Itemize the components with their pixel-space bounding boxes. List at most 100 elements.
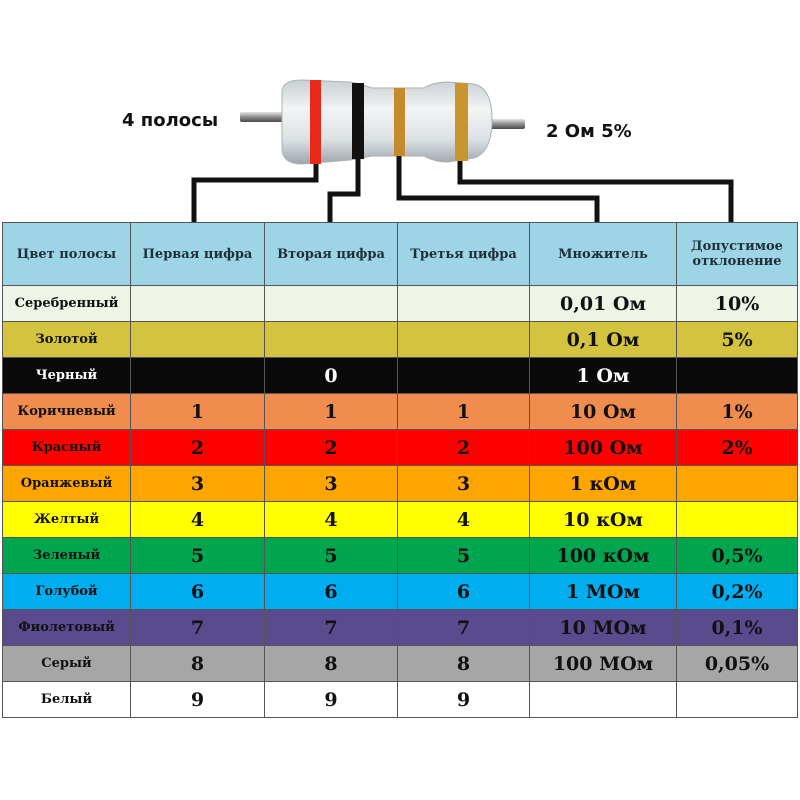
cell-first-digit: 3 [130, 465, 265, 502]
cell-second-digit [264, 321, 398, 358]
cell-second-digit: 0 [264, 357, 398, 394]
cell-second-digit [264, 285, 398, 322]
cell-first-digit: 6 [130, 573, 265, 610]
cell-multiplier: 100 Ом [529, 429, 677, 466]
cell-first-digit [130, 357, 265, 394]
cell-tolerance: 0,2% [676, 573, 798, 610]
cell-third-digit: 8 [397, 645, 530, 682]
cell-multiplier: 10 кОм [529, 501, 677, 538]
cell-second-digit: 6 [264, 573, 398, 610]
resistor-lead-right [490, 119, 525, 129]
row-color-name: Оранжевый [2, 465, 131, 502]
cell-tolerance: 0,05% [676, 645, 798, 682]
row-color-name: Черный [2, 357, 131, 394]
cell-first-digit: 8 [130, 645, 265, 682]
cell-tolerance: 2% [676, 429, 798, 466]
cell-first-digit: 2 [130, 429, 265, 466]
table-row: Черный 0 1 Ом [2, 357, 798, 394]
cell-third-digit: 4 [397, 501, 530, 538]
header-multiplier: Множитель [529, 222, 677, 286]
row-color-name: Золотой [2, 321, 131, 358]
resistor-diagram [191, 79, 734, 222]
cell-first-digit [130, 321, 265, 358]
cell-second-digit: 5 [264, 537, 398, 574]
cell-third-digit: 2 [397, 429, 530, 466]
cell-first-digit: 4 [130, 501, 265, 538]
cell-first-digit [130, 285, 265, 322]
cell-tolerance [676, 357, 798, 394]
cell-second-digit: 9 [264, 681, 398, 718]
row-color-name: Желтый [2, 501, 131, 538]
cell-third-digit: 9 [397, 681, 530, 718]
resistor-band-4 [455, 83, 468, 161]
connector-band-4 [457, 161, 734, 222]
cell-first-digit: 1 [130, 393, 265, 430]
connector-band-3 [396, 156, 600, 222]
table-header-row: Цвет полосы Первая цифра Вторая цифра Тр… [2, 222, 798, 286]
cell-tolerance: 10% [676, 285, 798, 322]
cell-tolerance [676, 681, 798, 718]
cell-multiplier: 100 МОм [529, 645, 677, 682]
cell-multiplier: 0,1 Ом [529, 321, 677, 358]
header-second-digit: Вторая цифра [264, 222, 398, 286]
cell-first-digit: 9 [130, 681, 265, 718]
row-color-name: Белый [2, 681, 131, 718]
cell-third-digit [397, 357, 530, 394]
header-band-color: Цвет полосы [2, 222, 131, 286]
row-color-name: Серый [2, 645, 131, 682]
cell-tolerance [676, 501, 798, 538]
row-color-name: Зеленый [2, 537, 131, 574]
bands-count-label: 4 полосы [122, 110, 219, 131]
cell-multiplier: 10 Ом [529, 393, 677, 430]
cell-third-digit [397, 321, 530, 358]
cell-multiplier: 100 кОм [529, 537, 677, 574]
row-color-name: Голубой [2, 573, 131, 610]
cell-second-digit: 4 [264, 501, 398, 538]
cell-multiplier: 1 Ом [529, 357, 677, 394]
header-third-digit: Третья цифра [397, 222, 530, 286]
cell-second-digit: 8 [264, 645, 398, 682]
row-color-name: Фиолетовый [2, 609, 131, 646]
cell-multiplier: 1 кОм [529, 465, 677, 502]
cell-third-digit [397, 285, 530, 322]
cell-third-digit: 3 [397, 465, 530, 502]
cell-third-digit: 7 [397, 609, 530, 646]
row-color-name: Красный [2, 429, 131, 466]
cell-tolerance: 1% [676, 393, 798, 430]
cell-second-digit: 2 [264, 429, 398, 466]
connector-band-1 [191, 164, 319, 222]
cell-multiplier [529, 681, 677, 718]
resistor-value-label: 2 Ом 5% [546, 121, 632, 142]
cell-second-digit: 1 [264, 393, 398, 430]
resistor-band-1 [310, 80, 321, 164]
cell-second-digit: 7 [264, 609, 398, 646]
cell-first-digit: 5 [130, 537, 265, 574]
cell-multiplier: 1 МОм [529, 573, 677, 610]
resistor-lead-left [240, 112, 285, 122]
color-code-table: Цвет полосы Первая цифра Вторая цифра Тр… [2, 222, 798, 718]
cell-tolerance: 0,5% [676, 537, 798, 574]
header-tolerance: Допустимое отклонение [676, 222, 798, 286]
cell-tolerance: 0,1% [676, 609, 798, 646]
cell-third-digit: 6 [397, 573, 530, 610]
row-color-name: Серебренный [2, 285, 131, 322]
cell-multiplier: 10 МОм [529, 609, 677, 646]
resistor-band-2 [352, 83, 364, 159]
cell-third-digit: 1 [397, 393, 530, 430]
connector-band-2 [327, 159, 361, 222]
resistor-band-3 [394, 88, 405, 156]
cell-tolerance: 5% [676, 321, 798, 358]
row-color-name: Коричневый [2, 393, 131, 430]
cell-second-digit: 3 [264, 465, 398, 502]
cell-tolerance [676, 465, 798, 502]
cell-first-digit: 7 [130, 609, 265, 646]
